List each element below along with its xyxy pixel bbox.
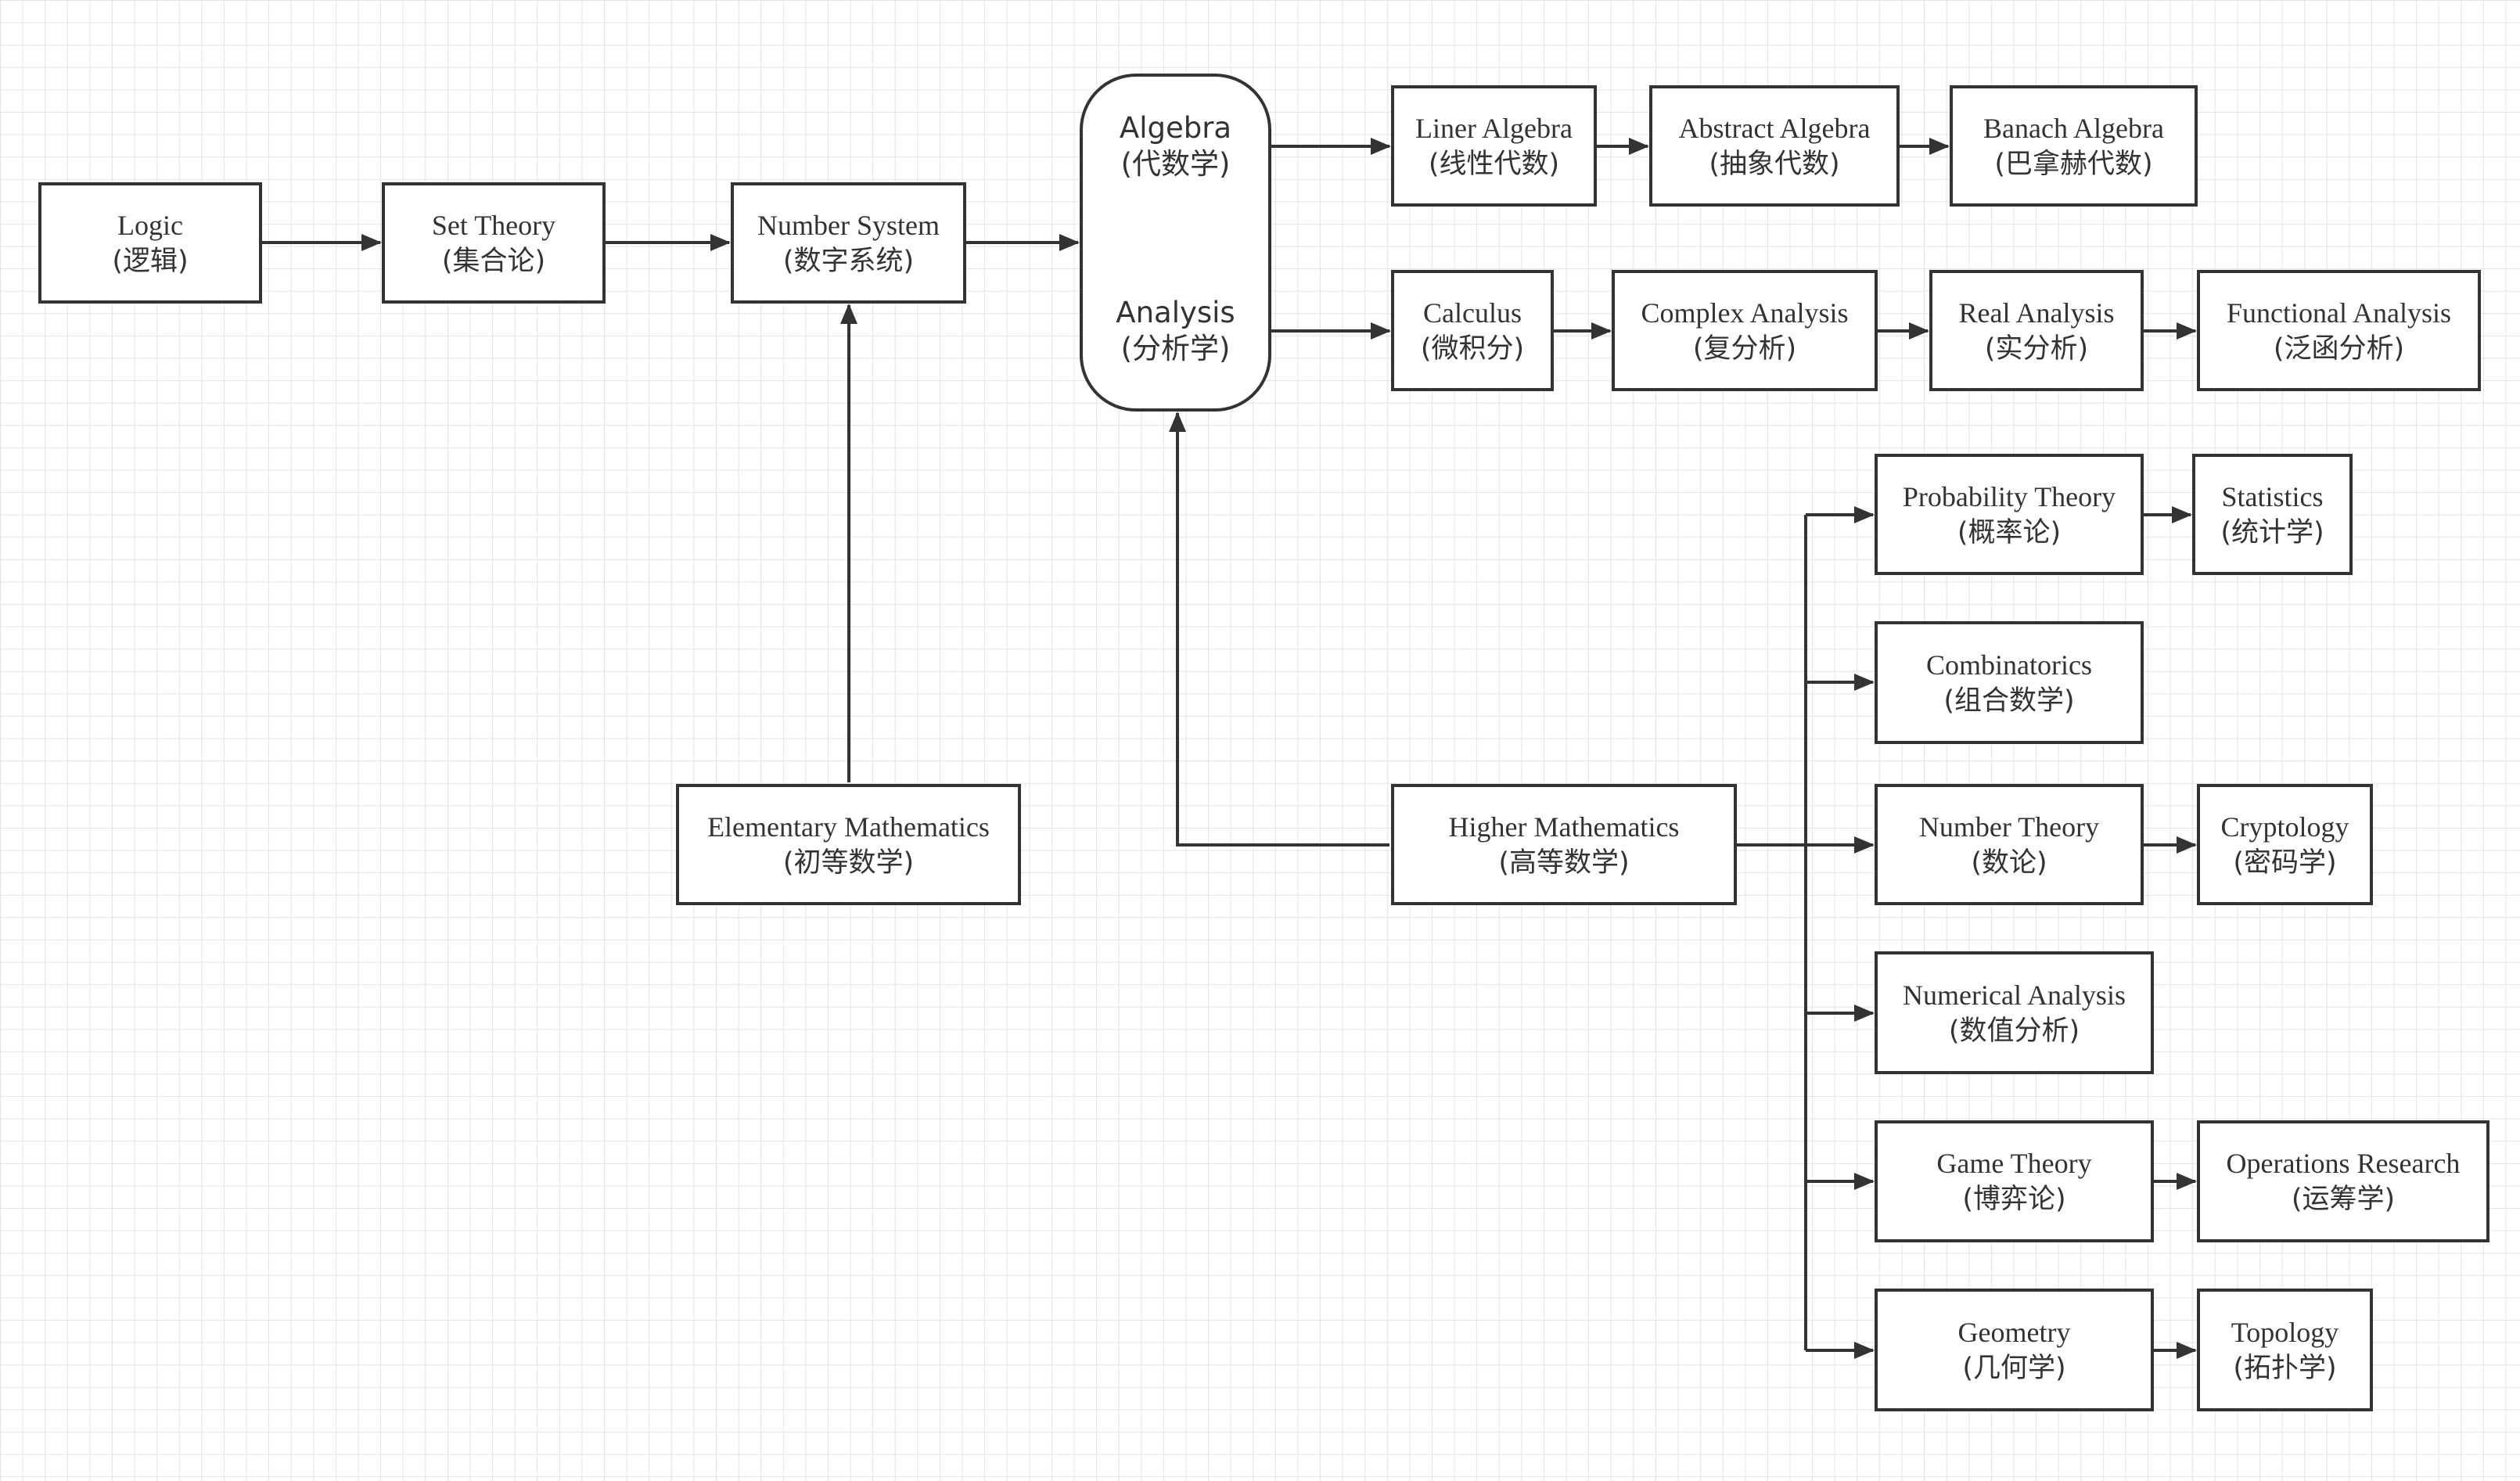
node-elementary-mathematics[interactable]: Elementary Mathematics (初等数学) [676,784,1021,905]
node-numerical-analysis[interactable]: Numerical Analysis (数值分析) [1875,951,2154,1074]
node-topology-label-zh: (拓扑学) [2233,1352,2337,1384]
node-algebra-label-zh: (代数学) [1120,147,1231,181]
node-geometry-label: Geometry [1957,1316,2071,1348]
node-complex-analysis-label: Complex Analysis [1641,297,1849,329]
node-game-theory-label: Game Theory [1936,1148,2092,1179]
node-elementary-mathematics-label-zh: (初等数学) [782,847,915,879]
node-operations-research[interactable]: Operations Research (运筹学) [2197,1120,2489,1242]
node-elementary-mathematics-label: Elementary Mathematics [707,811,990,843]
node-banach-algebra[interactable]: Banach Algebra (巴拿赫代数) [1950,85,2198,207]
node-calculus-label: Calculus [1423,297,1522,329]
node-cryptology-label-zh: (密码学) [2233,847,2337,879]
node-abstract-algebra-label-zh: (抽象代数) [1709,148,1840,180]
node-higher-mathematics[interactable]: Higher Mathematics (高等数学) [1391,784,1737,905]
node-number-system-label: Number System [757,209,940,241]
node-liner-algebra-label-zh: (线性代数) [1428,148,1560,180]
node-higher-mathematics-label: Higher Mathematics [1448,811,1680,843]
node-combinatorics[interactable]: Combinatorics (组合数学) [1875,621,2144,744]
node-combinatorics-label: Combinatorics [1926,649,2092,681]
node-real-analysis[interactable]: Real Analysis (实分析) [1929,270,2144,391]
node-statistics-label: Statistics [2221,480,2324,512]
node-banach-algebra-label-zh: (巴拿赫代数) [1994,148,2153,180]
node-geometry-label-zh: (几何学) [1962,1352,2066,1384]
node-topology[interactable]: Topology (拓扑学) [2197,1289,2373,1411]
node-calculus-label-zh: (微积分) [1420,333,1525,365]
node-game-theory[interactable]: Game Theory (博弈论) [1875,1120,2154,1242]
node-analysis-label-zh: (分析学) [1120,332,1231,365]
node-numerical-analysis-label: Numerical Analysis [1903,979,2126,1011]
node-statistics[interactable]: Statistics (统计学) [2192,454,2353,575]
node-number-theory-label-zh: (数论) [1971,847,2047,879]
node-operations-research-label-zh: (运筹学) [2291,1184,2396,1215]
node-algebra-analysis[interactable]: Algebra (代数学) Analysis (分析学) [1080,74,1271,412]
node-set-theory-label: Set Theory [431,209,556,241]
node-set-theory[interactable]: Set Theory (集合论) [382,182,606,304]
node-complex-analysis-label-zh: (复分析) [1692,333,1797,365]
edge-higher-mathematics-to-algebra-analysis [1169,412,1389,847]
node-liner-algebra[interactable]: Liner Algebra (线性代数) [1391,85,1597,207]
node-complex-analysis[interactable]: Complex Analysis (复分析) [1612,270,1878,391]
node-probability-theory-label: Probability Theory [1902,480,2116,512]
node-algebra-label: Algebra [1119,111,1232,145]
node-higher-mathematics-label-zh: (高等数学) [1498,847,1630,879]
node-real-analysis-label: Real Analysis [1958,297,2115,329]
node-operations-research-label: Operations Research [2226,1148,2461,1179]
node-liner-algebra-label: Liner Algebra [1415,112,1573,144]
node-number-theory[interactable]: Number Theory (数论) [1875,784,2144,905]
node-calculus[interactable]: Calculus (微积分) [1391,270,1554,391]
node-abstract-algebra[interactable]: Abstract Algebra (抽象代数) [1649,85,1900,207]
node-number-system-label-zh: (数字系统) [782,245,915,277]
node-analysis-label: Analysis [1116,296,1235,329]
node-topology-label: Topology [2231,1316,2339,1348]
node-logic-label-zh: (逻辑) [112,245,189,277]
node-banach-algebra-label: Banach Algebra [1983,112,2164,144]
node-logic-label: Logic [117,209,183,241]
node-cryptology[interactable]: Cryptology (密码学) [2197,784,2373,905]
node-functional-analysis-label-zh: (泛函分析) [2273,333,2405,365]
node-probability-theory[interactable]: Probability Theory (概率论) [1875,454,2144,575]
node-cryptology-label: Cryptology [2220,811,2349,843]
node-analysis[interactable]: Analysis (分析学) [1083,295,1268,367]
node-numerical-analysis-label-zh: (数值分析) [1948,1015,2080,1047]
node-algebra[interactable]: Algebra (代数学) [1083,110,1268,182]
node-real-analysis-label-zh: (实分析) [1984,333,2089,365]
node-functional-analysis[interactable]: Functional Analysis (泛函分析) [2197,270,2481,391]
node-geometry[interactable]: Geometry (几何学) [1875,1289,2154,1411]
node-number-system[interactable]: Number System (数字系统) [731,182,966,304]
node-game-theory-label-zh: (博弈论) [1962,1184,2066,1215]
node-logic[interactable]: Logic (逻辑) [38,182,262,304]
node-statistics-label-zh: (统计学) [2220,516,2324,548]
node-set-theory-label-zh: (集合论) [441,245,546,277]
node-abstract-algebra-label: Abstract Algebra [1678,112,1871,144]
node-combinatorics-label-zh: (组合数学) [1943,685,2075,717]
node-number-theory-label: Number Theory [1918,811,2100,843]
node-probability-theory-label-zh: (概率论) [1957,516,2062,548]
node-functional-analysis-label: Functional Analysis [2227,297,2451,329]
